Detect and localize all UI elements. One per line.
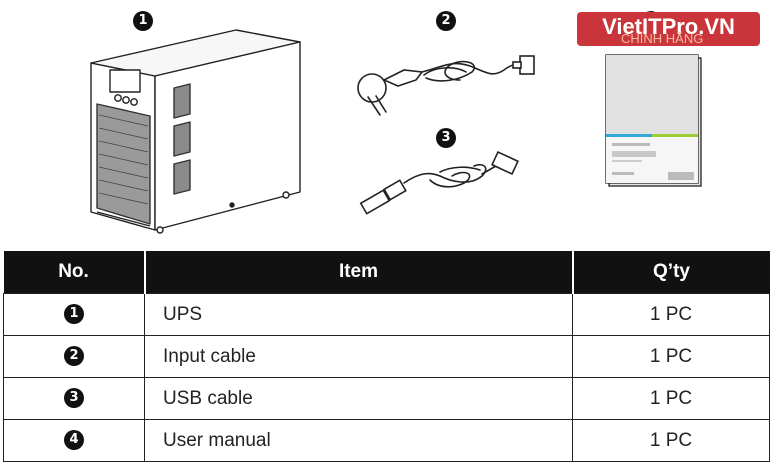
- header-item: Item: [143, 251, 573, 294]
- user-manual-image: [605, 54, 702, 187]
- table-row: 4 User manual 1 PC: [3, 419, 770, 462]
- row-number-cell: 3: [3, 377, 145, 420]
- qty-cell: 1 PC: [572, 419, 770, 462]
- package-contents-illustration: [90, 29, 702, 234]
- input-cable-image: [357, 55, 535, 116]
- watermark-logo: VietITPro.VN CHÍNH HÃNG: [577, 12, 760, 46]
- header-qty: Q’ty: [571, 251, 770, 294]
- item-cell: Input cable: [144, 335, 573, 378]
- row-number-badge: 2: [64, 346, 84, 367]
- usb-cable-image: [359, 150, 519, 215]
- row-number-badge: 4: [64, 430, 84, 451]
- item-cell: UPS: [144, 293, 573, 336]
- package-contents-table: No. Item Q’ty 1 UPS 1 PC 2 Input cable 1…: [3, 251, 770, 462]
- item-cell: User manual: [144, 419, 573, 462]
- qty-cell: 1 PC: [572, 377, 770, 420]
- qty-cell: 1 PC: [572, 293, 770, 336]
- figure-badge-usb-cable: 3: [436, 128, 456, 148]
- table-row: 3 USB cable 1 PC: [3, 377, 770, 420]
- qty-cell: 1 PC: [572, 335, 770, 378]
- row-number-cell: 1: [3, 293, 145, 336]
- figure-badge-input-cable: 2: [436, 11, 456, 31]
- table-row: 2 Input cable 1 PC: [3, 335, 770, 378]
- watermark-text: VietITPro.VN: [602, 14, 735, 39]
- row-number-cell: 4: [3, 419, 145, 462]
- ups-unit-image: [90, 29, 301, 234]
- figure-badge-ups: 1: [133, 11, 153, 31]
- table-header-row: No. Item Q’ty: [3, 251, 770, 294]
- table-row: 1 UPS 1 PC: [3, 293, 770, 336]
- item-cell: USB cable: [144, 377, 573, 420]
- row-number-badge: 3: [64, 388, 84, 409]
- row-number-badge: 1: [64, 304, 84, 325]
- row-number-cell: 2: [3, 335, 145, 378]
- header-no: No.: [3, 251, 145, 294]
- watermark-subtext: CHÍNH HÃNG: [621, 31, 704, 46]
